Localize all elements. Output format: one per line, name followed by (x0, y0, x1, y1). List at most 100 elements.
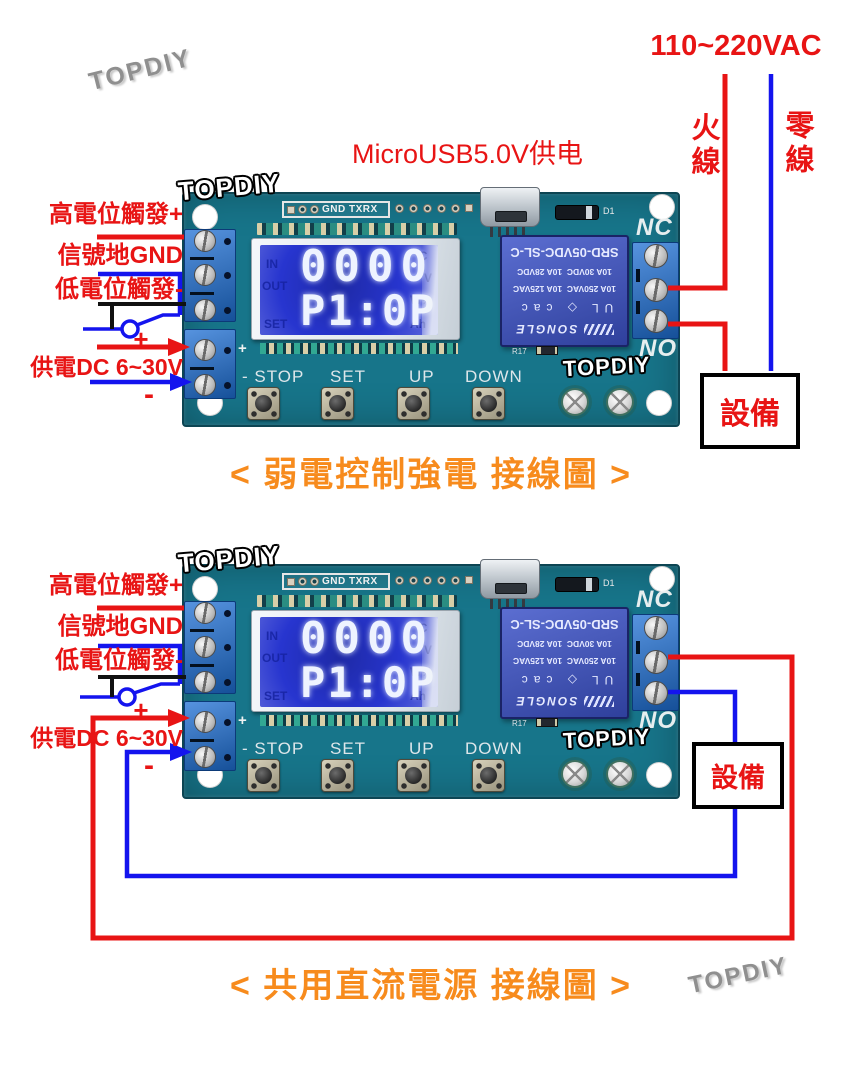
wire-hole (224, 679, 231, 686)
terminal-divider (190, 664, 214, 667)
minus-sign: - (144, 378, 154, 411)
wire-hole (224, 754, 231, 761)
solder-pad (310, 577, 319, 586)
diode (555, 577, 599, 592)
button-plunger (480, 395, 497, 412)
wire-hole (224, 307, 231, 314)
stop-button (247, 387, 280, 420)
set-button (321, 759, 354, 792)
lcd-indicator-set: SET (264, 689, 288, 703)
up-button (397, 387, 430, 420)
screw-head (606, 760, 634, 788)
power-dc-label: 供電DC 6~30V (30, 725, 183, 751)
button-plunger (255, 767, 272, 784)
lcd-indicator-in: IN (266, 257, 278, 271)
solder-pad (423, 204, 432, 213)
up-button (397, 759, 430, 792)
output-terminal-block (632, 614, 679, 711)
micro-usb-port (480, 187, 540, 227)
neutral-wire-label: 零線 (781, 110, 813, 178)
smd-component-row (257, 223, 457, 235)
diode-label: D1 (603, 578, 615, 588)
caption-diagram1: < 弱電控制強電 接線圖 > (229, 456, 633, 494)
relay-module-board-2: TOPDIY GND TXRX D1 IN OUT S (177, 540, 680, 799)
device-box-label: 設備 (720, 398, 780, 431)
trigger-switch-symbol (120, 319, 140, 339)
songle-logo-stripes (584, 696, 615, 707)
plus-silkscreen: + (238, 712, 247, 729)
solder-pad (395, 576, 404, 585)
terminal-divider (190, 739, 214, 742)
topdiy-watermark: TOPDIY (562, 723, 652, 754)
solder-pad (437, 576, 446, 585)
trigger-terminal-block (184, 229, 236, 322)
wire-hole (224, 238, 231, 245)
lcd-screen: IN OUT SET °C V W% Ah 0000 P1:0P (260, 617, 438, 707)
lcd-display: IN OUT SET °C V W% Ah 0000 P1:0P (251, 610, 460, 712)
gnd-txrx-label: GND TXRX (322, 204, 378, 215)
relay-brand: SONGLE (514, 694, 578, 709)
solder-pad (298, 577, 307, 586)
smd-resistor (536, 718, 558, 727)
power-dc-label: 供電DC 6~30V (30, 354, 183, 380)
terminal-screw (644, 278, 668, 302)
ac-voltage-label: 110~220VAC (650, 30, 822, 62)
stop-button-label: - STOP (242, 367, 305, 386)
solder-pad (423, 576, 432, 585)
terminal-screw (194, 374, 216, 396)
set-button-label: SET (330, 739, 367, 758)
serial-header: GND TXRX (282, 201, 390, 218)
lcd-screen: IN OUT SET °C V W% Ah 0000 P1:0P (260, 245, 438, 335)
power-terminal-block (184, 329, 236, 399)
relay: SONGLE UL ◇ cac 10A 250VAC 10A 125VAC 10… (500, 235, 629, 347)
set-button (321, 387, 354, 420)
down-button (472, 759, 505, 792)
terminal-divider (636, 301, 640, 314)
nc-label: NC (636, 586, 673, 613)
solder-pad (310, 205, 319, 214)
lcd-indicator-out: OUT (262, 651, 288, 665)
solder-pad (409, 576, 418, 585)
solder-pad-row (395, 204, 473, 213)
relay-dc-rating: 10A 30VDC 10A 28VDC (517, 639, 612, 650)
down-button (472, 387, 505, 420)
terminal-screw (644, 681, 668, 705)
terminal-screw (194, 636, 216, 658)
lcd-reflection (422, 617, 438, 707)
relay-brand: SONGLE (514, 322, 578, 337)
terminal-divider (190, 257, 214, 260)
solder-pad (409, 204, 418, 213)
set-button-label: SET (330, 367, 367, 386)
terminal-screw (194, 339, 216, 361)
output-terminal-block (632, 242, 679, 339)
low-trigger-label: 低電位觸發- (55, 276, 183, 303)
terminal-screw (644, 616, 668, 640)
lcd-indicator-out: OUT (262, 279, 288, 293)
screw-head (561, 760, 589, 788)
mounting-hole (646, 762, 672, 788)
wire-hole (224, 382, 231, 389)
terminal-divider (636, 641, 640, 654)
screw-head (606, 388, 634, 416)
songle-logo-stripes (584, 324, 615, 335)
minus-sign: - (144, 749, 154, 782)
lcd-indicator-set: SET (264, 317, 288, 331)
smd-component-row (260, 343, 458, 354)
terminal-divider (190, 292, 214, 295)
screw-head (561, 388, 589, 416)
solder-pad (465, 204, 473, 212)
signal-gnd-label: 信號地GND (57, 242, 183, 269)
up-button-label: UP (409, 367, 435, 386)
trigger-terminal-block (184, 601, 236, 694)
topdiy-watermark: TOPDIY (176, 167, 282, 207)
device-box-diagram2: 設備 (692, 742, 784, 809)
mounting-hole (646, 390, 672, 416)
plus-sign: + (133, 695, 149, 725)
mounting-hole (192, 204, 218, 230)
lcd-digits-row1: 0000 (300, 617, 434, 664)
wire-hole (224, 644, 231, 651)
usb-slot (495, 211, 527, 222)
resistor-label: R17 (512, 347, 527, 356)
solder-pad (287, 205, 295, 214)
diode-label: D1 (603, 206, 615, 216)
